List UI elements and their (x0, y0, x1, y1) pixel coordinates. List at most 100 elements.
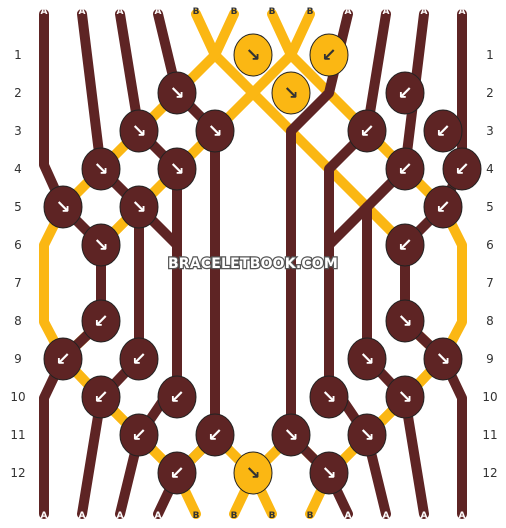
knot[interactable] (119, 337, 159, 381)
knot[interactable] (385, 223, 425, 267)
knot[interactable] (309, 33, 349, 77)
knot[interactable] (81, 223, 121, 267)
knot[interactable] (385, 147, 425, 191)
knot-arrow-icon: ↙ (131, 349, 146, 370)
knot-arrow-icon: ↙ (93, 311, 108, 332)
strand-label-top: A (155, 7, 162, 17)
strand-label-bottom: B (193, 511, 200, 521)
strand-label-top: B (307, 7, 314, 17)
knot[interactable] (271, 71, 311, 115)
row-number-right: 7 (486, 276, 494, 290)
knot[interactable] (119, 109, 159, 153)
row-number-left: 1 (14, 48, 22, 62)
row-number-left: 10 (10, 390, 25, 404)
knot[interactable] (157, 147, 197, 191)
knot[interactable] (233, 451, 273, 495)
knot[interactable] (43, 185, 83, 229)
knot[interactable] (385, 299, 425, 343)
knot[interactable] (309, 451, 349, 495)
knot-arrow-icon: ↘ (321, 387, 336, 408)
knot-arrow-icon: ↙ (93, 387, 108, 408)
row-number-right: 10 (482, 390, 497, 404)
knot-arrow-icon: ↘ (93, 235, 108, 256)
row-number-right: 2 (486, 86, 494, 100)
row-number-left: 7 (14, 276, 22, 290)
knot-arrow-icon: ↘ (359, 425, 374, 446)
strand-label-bottom: A (459, 511, 466, 521)
row-number-right: 4 (486, 162, 494, 176)
row-number-right: 9 (486, 352, 494, 366)
knot[interactable] (43, 337, 83, 381)
strand-label-bottom: B (307, 511, 314, 521)
knot[interactable] (347, 109, 387, 153)
knot-arrow-icon: ↘ (169, 159, 184, 180)
strand-label-top: A (117, 7, 124, 17)
strand-label-bottom: A (79, 511, 86, 521)
knot-layer: ↘↙↘↘↙↘↘↙↙↘↘↙↙↘↘↙↘↙↙↘↙↙↘↘↙↙↘↘↙↙↘↘↙↘↘ (43, 33, 482, 495)
knot-arrow-icon: ↘ (55, 197, 70, 218)
knot-arrow-icon: ↘ (435, 349, 450, 370)
knot-arrow-icon: ↙ (169, 463, 184, 484)
row-number-left: 12 (10, 466, 25, 480)
knot[interactable] (81, 375, 121, 419)
knot-arrow-icon: ↘ (359, 349, 374, 370)
knot-arrow-icon: ↘ (397, 311, 412, 332)
strand-label-bottom: A (41, 511, 48, 521)
strand-label-top: A (421, 7, 428, 17)
knot[interactable] (385, 375, 425, 419)
strand-segment (77, 9, 182, 250)
knot[interactable] (423, 185, 463, 229)
strand-label-bottom: A (155, 511, 162, 521)
knot[interactable] (195, 109, 235, 153)
knot[interactable] (157, 71, 197, 115)
row-number-left: 9 (14, 352, 22, 366)
knot[interactable] (157, 375, 197, 419)
knot[interactable] (195, 413, 235, 457)
knot-arrow-icon: ↙ (359, 121, 374, 142)
knot-arrow-icon: ↙ (55, 349, 70, 370)
knot[interactable] (423, 337, 463, 381)
row-number-left: 3 (14, 124, 22, 138)
knot-arrow-icon: ↘ (207, 121, 222, 142)
row-number-left: 11 (10, 428, 25, 442)
row-number-right: 5 (486, 200, 494, 214)
knot[interactable] (119, 185, 159, 229)
row-number-right: 1 (486, 48, 494, 62)
knot-arrow-icon: ↙ (169, 387, 184, 408)
row-number-right: 8 (486, 314, 494, 328)
row-number-left: 5 (14, 200, 22, 214)
knot[interactable] (442, 147, 482, 191)
strand-label-top: A (459, 7, 466, 17)
knot[interactable] (157, 451, 197, 495)
knot-arrow-icon: ↙ (454, 159, 469, 180)
knot[interactable] (347, 337, 387, 381)
knot[interactable] (347, 413, 387, 457)
row-number-left: 8 (14, 314, 22, 328)
knot-arrow-icon: ↘ (169, 83, 184, 104)
knot-arrow-icon: ↙ (397, 159, 412, 180)
knot[interactable] (271, 413, 311, 457)
knot[interactable] (309, 375, 349, 419)
strand-label-bottom: A (383, 511, 390, 521)
row-number-left: 2 (14, 86, 22, 100)
knot[interactable] (81, 299, 121, 343)
strand-segment (362, 202, 429, 519)
strand-label-bottom: A (117, 511, 124, 521)
row-number-left: 6 (14, 238, 22, 252)
knot-arrow-icon: ↙ (321, 45, 336, 66)
knot-arrow-icon: ↘ (321, 463, 336, 484)
knot[interactable] (385, 71, 425, 115)
knot[interactable] (81, 147, 121, 191)
row-number-right: 6 (486, 238, 494, 252)
strand-label-bottom: A (345, 511, 352, 521)
knot[interactable] (423, 109, 463, 153)
knot[interactable] (233, 33, 273, 77)
knot[interactable] (119, 413, 159, 457)
knot-arrow-icon: ↙ (435, 197, 450, 218)
strand-segment (39, 9, 68, 212)
strand-label-top: B (231, 7, 238, 17)
knot-arrow-icon: ↙ (131, 425, 146, 446)
strand-label-bottom: A (421, 511, 428, 521)
knot-arrow-icon: ↘ (283, 83, 298, 104)
